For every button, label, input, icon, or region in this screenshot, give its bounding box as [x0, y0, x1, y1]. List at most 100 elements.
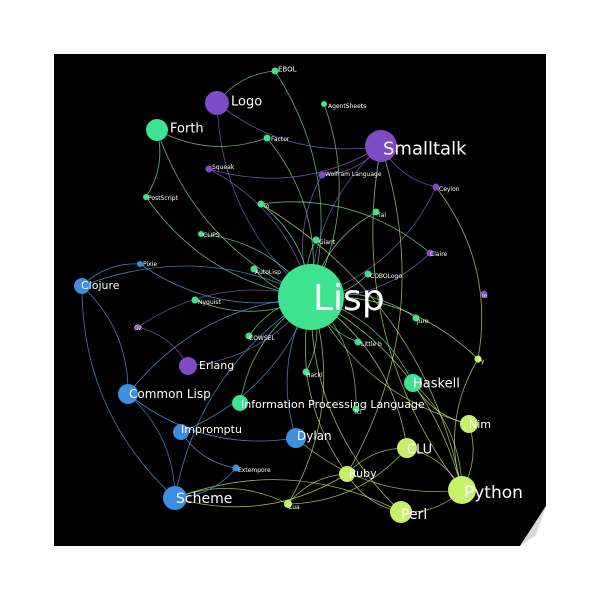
edge-common-lisp-scheme	[127, 393, 176, 499]
node-circle	[245, 332, 253, 340]
node-postscript: PostScript	[143, 194, 179, 202]
node-perl: Perl	[390, 501, 427, 523]
node-circle	[191, 296, 199, 304]
node-fy: Fy	[474, 355, 485, 365]
node-label: Giant	[319, 239, 336, 246]
node-label: Clojure	[81, 279, 120, 292]
node-circle	[390, 501, 412, 523]
node-information-processing-language: Information Processing Language	[232, 395, 425, 411]
node-autolisp: AutoLisp	[250, 265, 281, 276]
node-circle	[118, 384, 138, 404]
node-label: Common Lisp	[129, 387, 211, 401]
node-ebol: EBOL	[271, 65, 297, 75]
node-claire: Claire	[426, 249, 448, 258]
edge-smalltalk-ruby	[346, 145, 403, 475]
node-circle	[278, 264, 344, 330]
node-io: Io	[257, 200, 270, 210]
node-label: Haskell	[413, 377, 460, 392]
edge-smalltalk-squeak	[208, 145, 382, 179]
node-cowsel: COWSEL	[245, 332, 275, 342]
node-label: Oz	[134, 325, 142, 332]
node-circle	[232, 464, 240, 472]
node-agentsheets: AgentSheets	[321, 101, 366, 110]
node-wolfram-language: Wolfram Language	[318, 171, 382, 179]
node-jure: Jure	[412, 314, 429, 325]
node-circle	[286, 428, 306, 448]
node-label: Claire	[430, 251, 448, 258]
edge-lisp-python	[310, 296, 463, 491]
node-haskell: Haskell	[404, 374, 460, 392]
node-circle	[173, 424, 189, 440]
node-label: Logo	[231, 95, 262, 110]
edge-smalltalk-python	[372, 145, 463, 491]
node-smalltalk: Smalltalk	[365, 130, 467, 162]
node-circle	[312, 236, 320, 244]
node-nim: Nim	[460, 415, 491, 433]
node-circle	[372, 208, 380, 216]
node-oz: Oz	[134, 324, 142, 332]
node-forth: Forth	[146, 119, 204, 141]
node-factor: Factor	[263, 134, 290, 143]
node-label: Forth	[170, 122, 204, 137]
node-nyquist: Nyquist	[191, 296, 221, 306]
edge-forth-factor	[156, 129, 268, 147]
edge-clu-lua	[287, 447, 408, 505]
node-circle	[205, 91, 229, 115]
node-label: ial	[379, 212, 386, 219]
node-label: Smalltalk	[383, 138, 467, 159]
node-clips: CLIPS	[198, 231, 220, 239]
node-circle	[146, 119, 168, 141]
node-circle	[480, 290, 488, 298]
edge-ruby-lua	[287, 473, 348, 505]
node-cobologo: COBOLogo	[364, 270, 402, 280]
node-io-2: Io	[480, 290, 488, 300]
node-circle	[426, 249, 434, 257]
node-label: Tcl	[353, 409, 362, 416]
edge-oz-erlang	[137, 326, 189, 367]
node-ial: ial	[372, 208, 386, 219]
node-circle	[474, 355, 482, 363]
node-circle	[232, 395, 248, 411]
node-circle	[198, 231, 204, 237]
node-circle	[318, 171, 326, 179]
node-circle	[397, 438, 417, 458]
node-tcl: Tcl	[352, 405, 362, 416]
node-circle	[135, 324, 141, 330]
node-logo: Logo	[205, 91, 262, 115]
node-circle	[412, 314, 420, 322]
node-label: Pixie	[143, 261, 157, 268]
node-label: Little b	[361, 341, 382, 348]
node-circle	[179, 357, 197, 375]
node-label: Dylan	[297, 429, 332, 443]
node-common-lisp: Common Lisp	[118, 384, 211, 404]
node-circle	[263, 134, 271, 142]
node-dylan: Dylan	[286, 428, 332, 448]
node-label: Io	[482, 293, 488, 300]
node-circle	[205, 165, 213, 173]
node-circle	[321, 101, 327, 107]
node-label: Python	[464, 483, 523, 503]
node-label: AgentSheets	[328, 103, 366, 110]
edge-haskell-python	[412, 382, 463, 491]
edge-fy-python	[454, 358, 479, 491]
node-label: Ceylon	[439, 186, 460, 193]
node-label: PostScript	[148, 195, 179, 202]
node-squeak: Squeak	[205, 164, 235, 173]
edge-ceylon-fy	[435, 186, 483, 360]
node-circle	[460, 415, 478, 433]
node-label: Erlang	[199, 359, 234, 372]
node-circle	[432, 183, 440, 191]
node-label: Io	[264, 203, 270, 210]
center-label: Lisp	[313, 278, 385, 319]
node-lisp-center: Lisp	[278, 264, 385, 330]
node-circle	[365, 130, 397, 162]
node-circle	[137, 261, 143, 267]
node-label: Perl	[401, 507, 427, 523]
node-circle	[448, 476, 476, 504]
node-label: Scheme	[176, 491, 232, 507]
node-label: EBOL	[278, 65, 297, 73]
node-label: Factor	[271, 136, 290, 143]
node-extempore: Extempore	[232, 464, 271, 474]
